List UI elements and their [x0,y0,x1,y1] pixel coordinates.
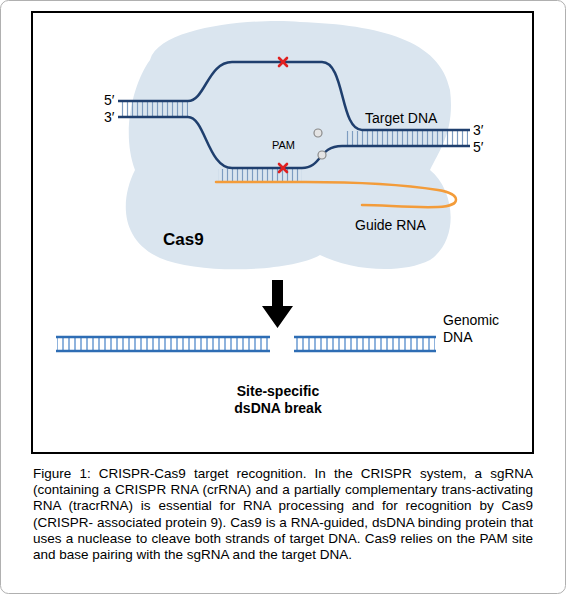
dna-strand [56,350,270,353]
base-pairs [57,338,269,350]
dna-strand [294,350,436,353]
part-label: Genomic DNA [443,312,515,346]
figure-caption: Figure 1: CRISPR-Cas9 target recognition… [33,466,533,563]
strand-end: 3′ [473,122,483,139]
process-arrow [262,280,293,328]
cut-mark [279,58,287,66]
cut-mark-stroke [279,164,287,172]
part-label: Target DNA [365,110,437,127]
base-pairs [295,338,435,350]
protein-name: Cas9 [163,230,204,250]
cut-mark-stroke [279,58,287,66]
strand-end: 5′ [104,92,114,109]
pam-marker [318,151,326,159]
part-label: Guide RNA [355,217,426,234]
dna-strand [294,336,436,339]
part-label: PAM [272,139,295,152]
rna-dna-pairs [218,169,302,181]
dna-strand [56,336,270,339]
strand-end: 3′ [104,109,114,126]
cut-mark-stroke [279,58,287,66]
figure-box [32,12,533,453]
cut-mark [279,164,287,172]
strand-end: 5′ [473,139,483,156]
base-pairs [120,102,188,116]
result-label: Site-specific dsDNA break [218,383,338,417]
guide-rna [216,182,456,207]
cut-mark-stroke [279,164,287,172]
pam-marker [314,129,322,137]
dna-strand [118,117,470,168]
base-pairs [345,131,468,145]
dna-strand [118,62,470,130]
